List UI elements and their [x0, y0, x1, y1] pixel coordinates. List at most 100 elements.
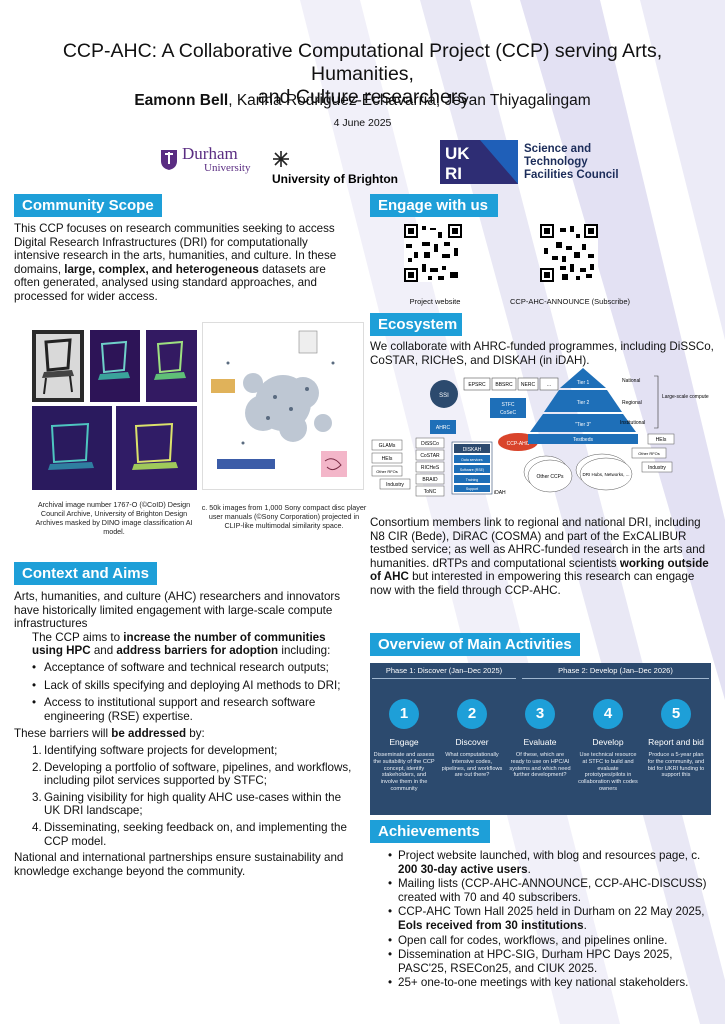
brighton-star-icon — [273, 151, 289, 167]
context-aims-text: Arts, humanities, and culture (AHC) rese… — [14, 590, 354, 878]
consortium-text: Consortium members link to regional and … — [370, 516, 709, 597]
svg-text:Testbeds: Testbeds — [573, 437, 594, 443]
svg-text:ToNC: ToNC — [424, 489, 437, 495]
svg-text:Tier 1: Tier 1 — [577, 380, 590, 386]
list-item: 2.Developing a portfolio of software, pi… — [32, 760, 352, 788]
svg-text:Tier 2: Tier 2 — [577, 400, 590, 406]
achievements-heading: Achievements — [370, 820, 490, 843]
activity-number: 3 — [525, 699, 555, 729]
svg-text:iDAH: iDAH — [494, 490, 506, 496]
ahrc-label: AHRC — [436, 425, 451, 431]
other-rfos-label: Other RFOs — [376, 469, 398, 474]
mask-image-3 — [32, 406, 112, 490]
cosec-label: CoSeC — [500, 410, 517, 416]
svg-text:"Tier 3": "Tier 3" — [575, 422, 591, 428]
svg-text:RICHeS: RICHeS — [421, 465, 440, 471]
phase-1-divider — [372, 678, 516, 679]
scatter-plot-icon — [211, 330, 347, 477]
svg-text:CoSTAR: CoSTAR — [420, 453, 440, 459]
svg-text:Industry: Industry — [648, 465, 666, 471]
context-aim: The CCP aims to increase the number of c… — [32, 630, 331, 658]
list-item: Mailing lists (CCP-AHC-ANNOUNCE, CCP-AHC… — [384, 877, 714, 904]
svg-text:DISKAH: DISKAH — [463, 447, 482, 453]
bbsrc-label: BBSRC — [495, 382, 513, 388]
durham-crest-icon — [161, 150, 177, 170]
activity-label: Report and bid — [648, 737, 704, 747]
activity-label: Evaluate — [523, 737, 557, 747]
phase-2-divider — [522, 678, 709, 679]
actions-list: 1.Identifying software projects for deve… — [14, 744, 354, 848]
community-scope-heading: Community Scope — [14, 194, 162, 217]
durham-sub: University — [204, 162, 251, 174]
svg-text:DRI Hubs, Networks, ...: DRI Hubs, Networks, ... — [582, 472, 629, 477]
svg-text:Software (RSE): Software (RSE) — [460, 468, 484, 472]
activity-desc: Use technical resource at STFC to build … — [578, 752, 638, 792]
svg-text:Support: Support — [466, 487, 478, 491]
activity-develop: 4 Develop Use technical resource at STFC… — [575, 683, 641, 812]
lead-author: Eamonn Bell — [134, 92, 229, 109]
svg-text:HEIs: HEIs — [656, 437, 667, 443]
context-intro: Arts, humanities, and culture (AHC) rese… — [14, 590, 341, 631]
activity-evaluate: 3 Evaluate Of these, which are ready to … — [507, 683, 573, 812]
barriers-addressed: These barriers will be addressed by: — [14, 727, 205, 741]
list-item: 3.Gaining visibility for high quality AH… — [32, 790, 342, 818]
list-item: 1.Identifying software projects for deve… — [32, 743, 278, 757]
chair-photo — [32, 330, 84, 402]
svg-text:BRAID: BRAID — [422, 477, 438, 483]
epsrc-label: EPSRC — [468, 382, 486, 388]
list-item: 25+ one-to-one meetings with key nationa… — [384, 976, 714, 990]
svg-text:CCP-AHC: CCP-AHC — [507, 441, 530, 447]
activity-engage: 1 Engage Disseminate and assess the suit… — [371, 683, 437, 812]
ukri-stfc-logo: UK RI Science and Technology Facilities … — [440, 140, 619, 184]
list-item: Access to institutional support and rese… — [14, 696, 354, 723]
more-label: ... — [547, 382, 551, 388]
achievements-list: Project website launched, with blog and … — [384, 849, 714, 991]
list-item: Open call for codes, workflows, and pipe… — [384, 934, 714, 948]
activity-desc: What computationally intensive codes, pi… — [441, 752, 503, 779]
activity-label: Discover — [455, 737, 489, 747]
activities-panel: Phase 1: Discover (Jan–Dec 2025) Phase 2… — [370, 663, 711, 815]
list-item: Lack of skills specifying and deploying … — [14, 679, 354, 693]
nerc-label: NERC — [521, 382, 536, 388]
svg-text:Institutional: Institutional — [620, 420, 645, 426]
mask-image-4 — [116, 406, 197, 490]
clip-caption: c. 50k images from 1,000 Sony compact di… — [201, 503, 367, 530]
svg-text:National: National — [622, 378, 640, 384]
activity-number: 1 — [389, 699, 419, 729]
phase-2-label: Phase 2: Develop (Jan–Dec 2026) — [558, 666, 673, 675]
date: 4 June 2025 — [333, 117, 392, 129]
durham-logo: Durham University — [160, 144, 251, 174]
activity-desc: Disseminate and assess the suitability o… — [373, 752, 435, 792]
svg-text:Other CCPs: Other CCPs — [537, 474, 564, 480]
list-item: CCP-AHC Town Hall 2025 held in Durham on… — [384, 905, 714, 932]
svg-text:UK: UK — [445, 144, 470, 163]
chair-icon — [32, 330, 84, 402]
community-scope-text: This CCP focuses on research communities… — [14, 222, 337, 303]
authors: Eamonn Bell, Karina Rodriguez-Echavarria… — [0, 92, 725, 110]
clip-scatter-image — [202, 322, 364, 490]
industry-label: Industry — [386, 482, 404, 488]
announce-qr-code[interactable] — [540, 224, 598, 282]
announce-qr-label: CCP-AHC-ANNOUNCE (Subscribe) — [509, 297, 630, 306]
website-qr-code[interactable] — [404, 224, 462, 282]
barriers-list: Acceptance of software and technical res… — [14, 661, 354, 723]
website-qr-label: Project website — [409, 297, 461, 306]
svg-text:Large-scale compute: Large-scale compute — [662, 394, 709, 400]
svg-text:Data services: Data services — [461, 458, 482, 462]
dino-caption: Archival image number 1767-O (©CoID) Des… — [35, 500, 193, 536]
list-item: Project website launched, with blog and … — [384, 849, 714, 876]
context-aims-heading: Context and Aims — [14, 562, 157, 585]
list-item: Acceptance of software and technical res… — [14, 661, 354, 675]
list-item: Dissemination at HPC-SIG, Durham HPC Day… — [384, 948, 714, 975]
svg-text:RI: RI — [445, 164, 462, 183]
other-authors: , Karina Rodriguez-Echavarria, Jeyan Thi… — [228, 92, 591, 109]
activity-report-bid: 5 Report and bid Produce a 5-year plan f… — [643, 683, 709, 812]
activity-desc: Produce a 5-year plan for the community,… — [647, 752, 705, 779]
activities-heading: Overview of Main Activities — [370, 633, 580, 656]
durham-name: Durham — [182, 144, 238, 163]
stfc-name: Science and Technology Facilities Counci… — [524, 142, 619, 181]
activity-label: Engage — [389, 737, 419, 747]
activity-number: 5 — [661, 699, 691, 729]
svg-text:Regional: Regional — [622, 400, 642, 406]
mask-image-2 — [146, 330, 197, 402]
